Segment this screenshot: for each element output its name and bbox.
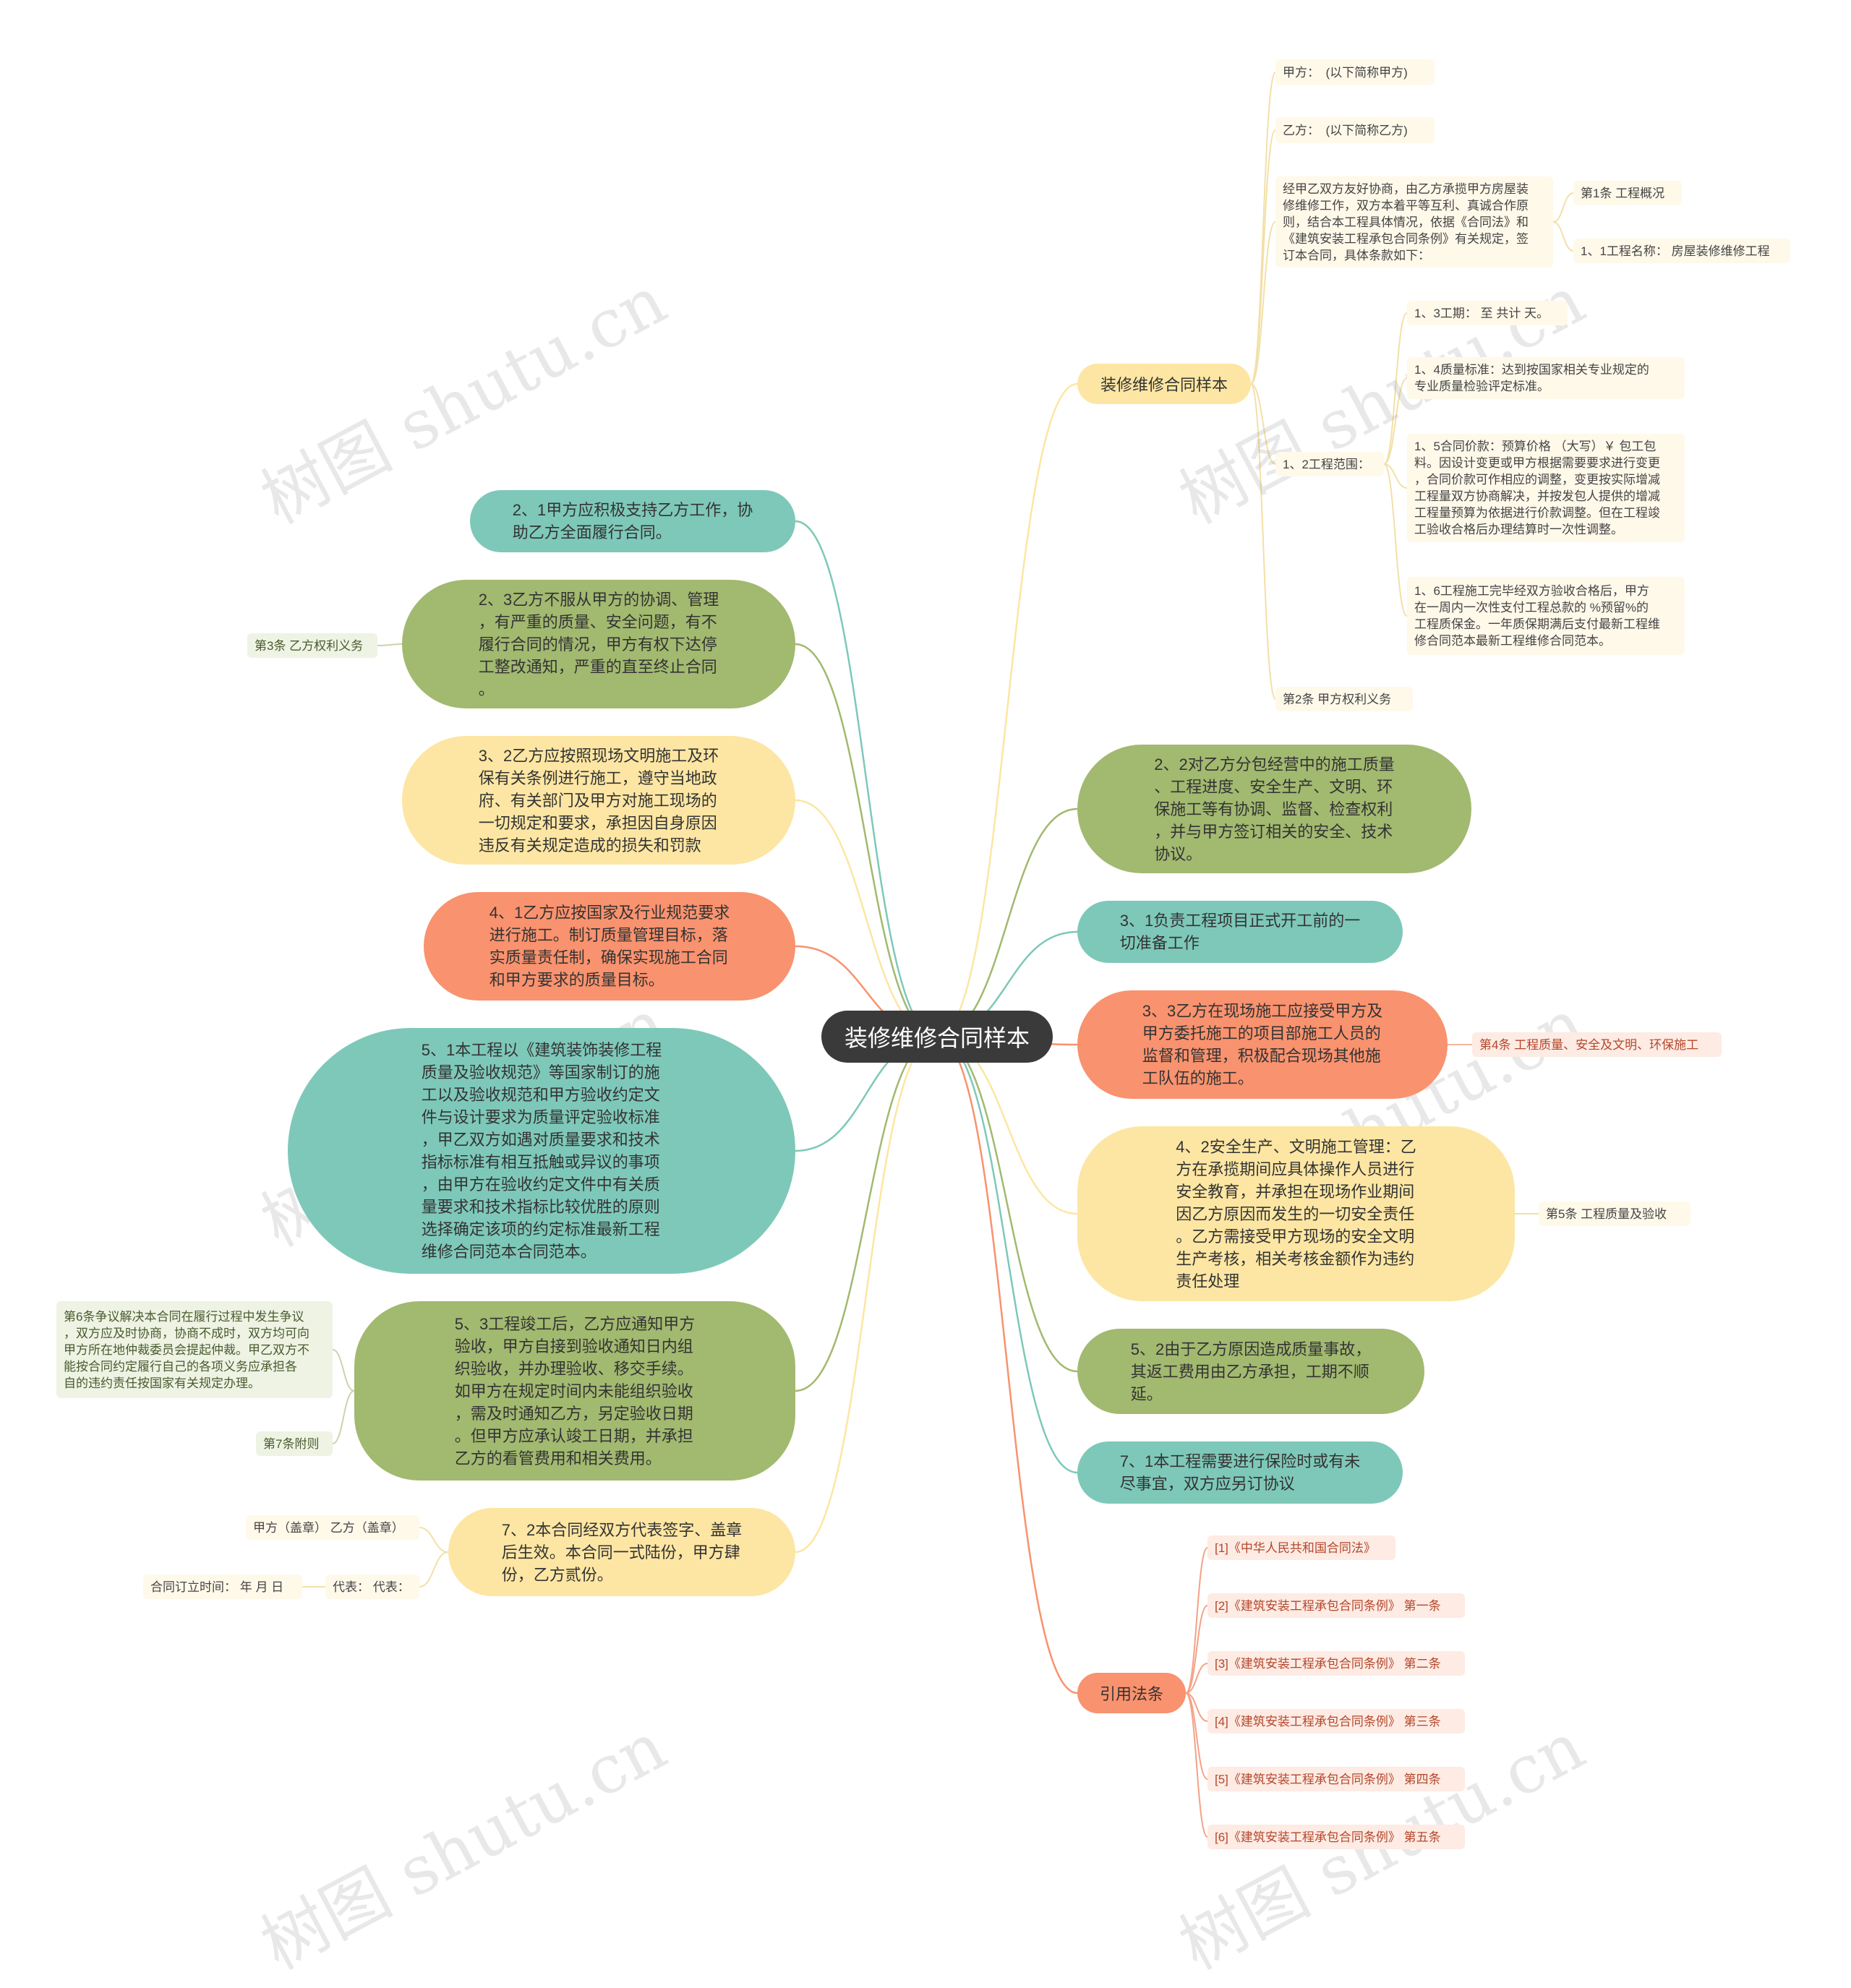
- connector-line: [795, 1035, 938, 1392]
- article2-leaf[interactable]: 第2条 甲方权利义务: [1275, 687, 1413, 711]
- node-7-1[interactable]: 7、1本工程需要进行保险时或有未 尽事宜，双方应另订协议: [1077, 1441, 1403, 1504]
- article3-leaf[interactable]: 第3条 乙方权利义务: [247, 633, 377, 658]
- node-2-2[interactable]: 2、2对乙方分包经营中的施工质量 、工程进度、安全生产、文明、环 保施工等有协调…: [1077, 745, 1471, 873]
- connector-line: [377, 643, 403, 646]
- connector-line: [936, 807, 1078, 1038]
- ref-item-5[interactable]: [5]《建筑安装工程承包合同条例》 第四条: [1207, 1767, 1465, 1791]
- date-leaf[interactable]: 合同订立时间： 年 月 日: [143, 1574, 302, 1599]
- connector-line: [1552, 221, 1574, 252]
- article4-leaf[interactable]: 第4条 工程质量、安全及文明、环保施工: [1472, 1032, 1722, 1057]
- connector-line: [936, 1035, 1078, 1474]
- ref-item-4[interactable]: [4]《建筑安装工程承包合同条例》 第三条: [1207, 1709, 1465, 1734]
- ref-item-2[interactable]: [2]《建筑安装工程承包合同条例》 第一条: [1207, 1593, 1465, 1618]
- node-5-2[interactable]: 5、2由于乙方原因造成质量事故， 其返工费用由乙方承担，工期不顺 延。: [1077, 1329, 1424, 1414]
- connector-line: [419, 1551, 449, 1588]
- root-node-label: 装修维修合同样本: [844, 1025, 1030, 1051]
- node-5-1[interactable]: 5、1本工程以《建筑装饰装修工程 质量及验收规范》等国家制订的施 工以及验收规范…: [288, 1028, 795, 1274]
- connector-line: [1383, 312, 1408, 465]
- node-3-3[interactable]: 3、3乙方在现场施工应接受甲方及 甲方委托施工的项目部施工人员的 监督和管理，积…: [1077, 990, 1448, 1099]
- connector-line: [936, 382, 1078, 1038]
- connector-line: [1185, 1547, 1208, 1694]
- root-node[interactable]: 装修维修合同样本: [821, 1011, 1053, 1063]
- connector-line: [1383, 463, 1408, 617]
- node-7-2[interactable]: 7、2本合同经双方代表签字、盖章 后生效。本合同一式陆份，甲方肆 份，乙方贰份。: [448, 1508, 795, 1596]
- item-1-3-leaf[interactable]: 1、3工期： 至 共计 天。: [1407, 301, 1568, 325]
- node-4-2[interactable]: 4、2安全生产、文明施工管理：乙 方在承揽期间应具体操作人员进行 安全教育，并承…: [1077, 1126, 1515, 1301]
- connector-line: [1383, 377, 1408, 465]
- connector-lines: [302, 72, 1574, 1838]
- node-2-3[interactable]: 2、3乙方不服从甲方的协调、管理 ，有严重的质量、安全问题，有不 履行合同的情况…: [402, 580, 795, 708]
- ref-item-3[interactable]: [3]《建筑安装工程承包合同条例》 第二条: [1207, 1651, 1465, 1676]
- connector-line: [332, 1390, 355, 1444]
- connector-line: [1552, 192, 1574, 223]
- connector-line: [936, 1035, 1078, 1373]
- rep-leaf[interactable]: 代表： 代表：: [325, 1574, 419, 1599]
- item-1-5-leaf[interactable]: 1、5合同价款：预算价格 （大写）￥ 包工包 料。因设计变更或甲方根据需要要求进…: [1407, 434, 1685, 542]
- connector-line: [1250, 221, 1276, 385]
- ref-item-6[interactable]: [6]《建筑安装工程承包合同条例》 第五条: [1207, 1825, 1465, 1849]
- seal-leaf[interactable]: 甲方（盖章） 乙方（盖章）: [246, 1515, 419, 1540]
- sample-node[interactable]: 装修维修合同样本: [1077, 364, 1251, 404]
- connector-line: [1383, 463, 1408, 489]
- connector-line: [795, 643, 938, 1038]
- connector-line: [332, 1349, 355, 1392]
- node-2-1[interactable]: 2、1甲方应积极支持乙方工作，协 助乙方全面履行合同。: [470, 490, 795, 552]
- connector-line: [1250, 129, 1276, 385]
- connector-line: [936, 1035, 1078, 1215]
- article5-leaf[interactable]: 第5条 工程质量及验收: [1539, 1201, 1690, 1226]
- connector-line: [1185, 1605, 1208, 1694]
- article7-leaf[interactable]: 第7条附则: [256, 1431, 333, 1456]
- party-a-leaf[interactable]: 甲方： (以下简称甲方): [1275, 59, 1435, 85]
- connector-line: [936, 1035, 1078, 1694]
- article1-leaf[interactable]: 第1条 工程概况: [1573, 181, 1682, 205]
- intro-leaf[interactable]: 经甲乙双方友好协商，由乙方承揽甲方房屋装 修维修工作，双方本着平等互利、真诚合作…: [1275, 176, 1553, 267]
- item-1-4-leaf[interactable]: 1、4质量标准：达到按国家相关专业规定的 专业质量检验评定标准。: [1407, 357, 1685, 399]
- item-1-6-leaf[interactable]: 1、6工程施工完毕经双方验收合格后，甲方 在一周内一次性支付工程总款的 %预留%…: [1407, 577, 1685, 655]
- connector-line: [1250, 383, 1276, 465]
- node-3-2[interactable]: 3、2乙方应按照现场文明施工及环 保有关条例进行施工，遵守当地政 府、有关部门及…: [402, 736, 795, 865]
- item-1-1-leaf[interactable]: 1、1工程名称： 房屋装修维修工程: [1573, 239, 1790, 263]
- node-5-3[interactable]: 5、3工程竣工后，乙方应通知甲方 验收，甲方自接到验收通知日内组 织验收，并办理…: [354, 1301, 795, 1481]
- refs-node[interactable]: 引用法条: [1077, 1673, 1186, 1713]
- connector-line: [1185, 1692, 1208, 1722]
- connector-line: [419, 1527, 449, 1553]
- scope-leaf[interactable]: 1、2工程范围：: [1275, 452, 1384, 476]
- connector-line: [1250, 383, 1276, 700]
- ref-item-1[interactable]: [1]《中华人民共和国合同法》: [1207, 1535, 1395, 1560]
- node-4-1[interactable]: 4、1乙方应按国家及行业规范要求 进行施工。制订质量管理目标，落 实质量责任制，…: [424, 892, 795, 1001]
- connector-line: [795, 520, 938, 1038]
- connector-line: [1185, 1692, 1208, 1838]
- connector-line: [1185, 1663, 1208, 1694]
- node-3-1[interactable]: 3、1负责工程项目正式开工前的一 切准备工作: [1077, 901, 1403, 963]
- party-b-leaf[interactable]: 乙方： (以下简称乙方): [1275, 117, 1435, 143]
- article6-leaf[interactable]: 第6条争议解决本合同在履行过程中发生争议 ，双方应及时协商，协商不成时，双方均可…: [56, 1301, 333, 1398]
- connector-line: [795, 1035, 938, 1554]
